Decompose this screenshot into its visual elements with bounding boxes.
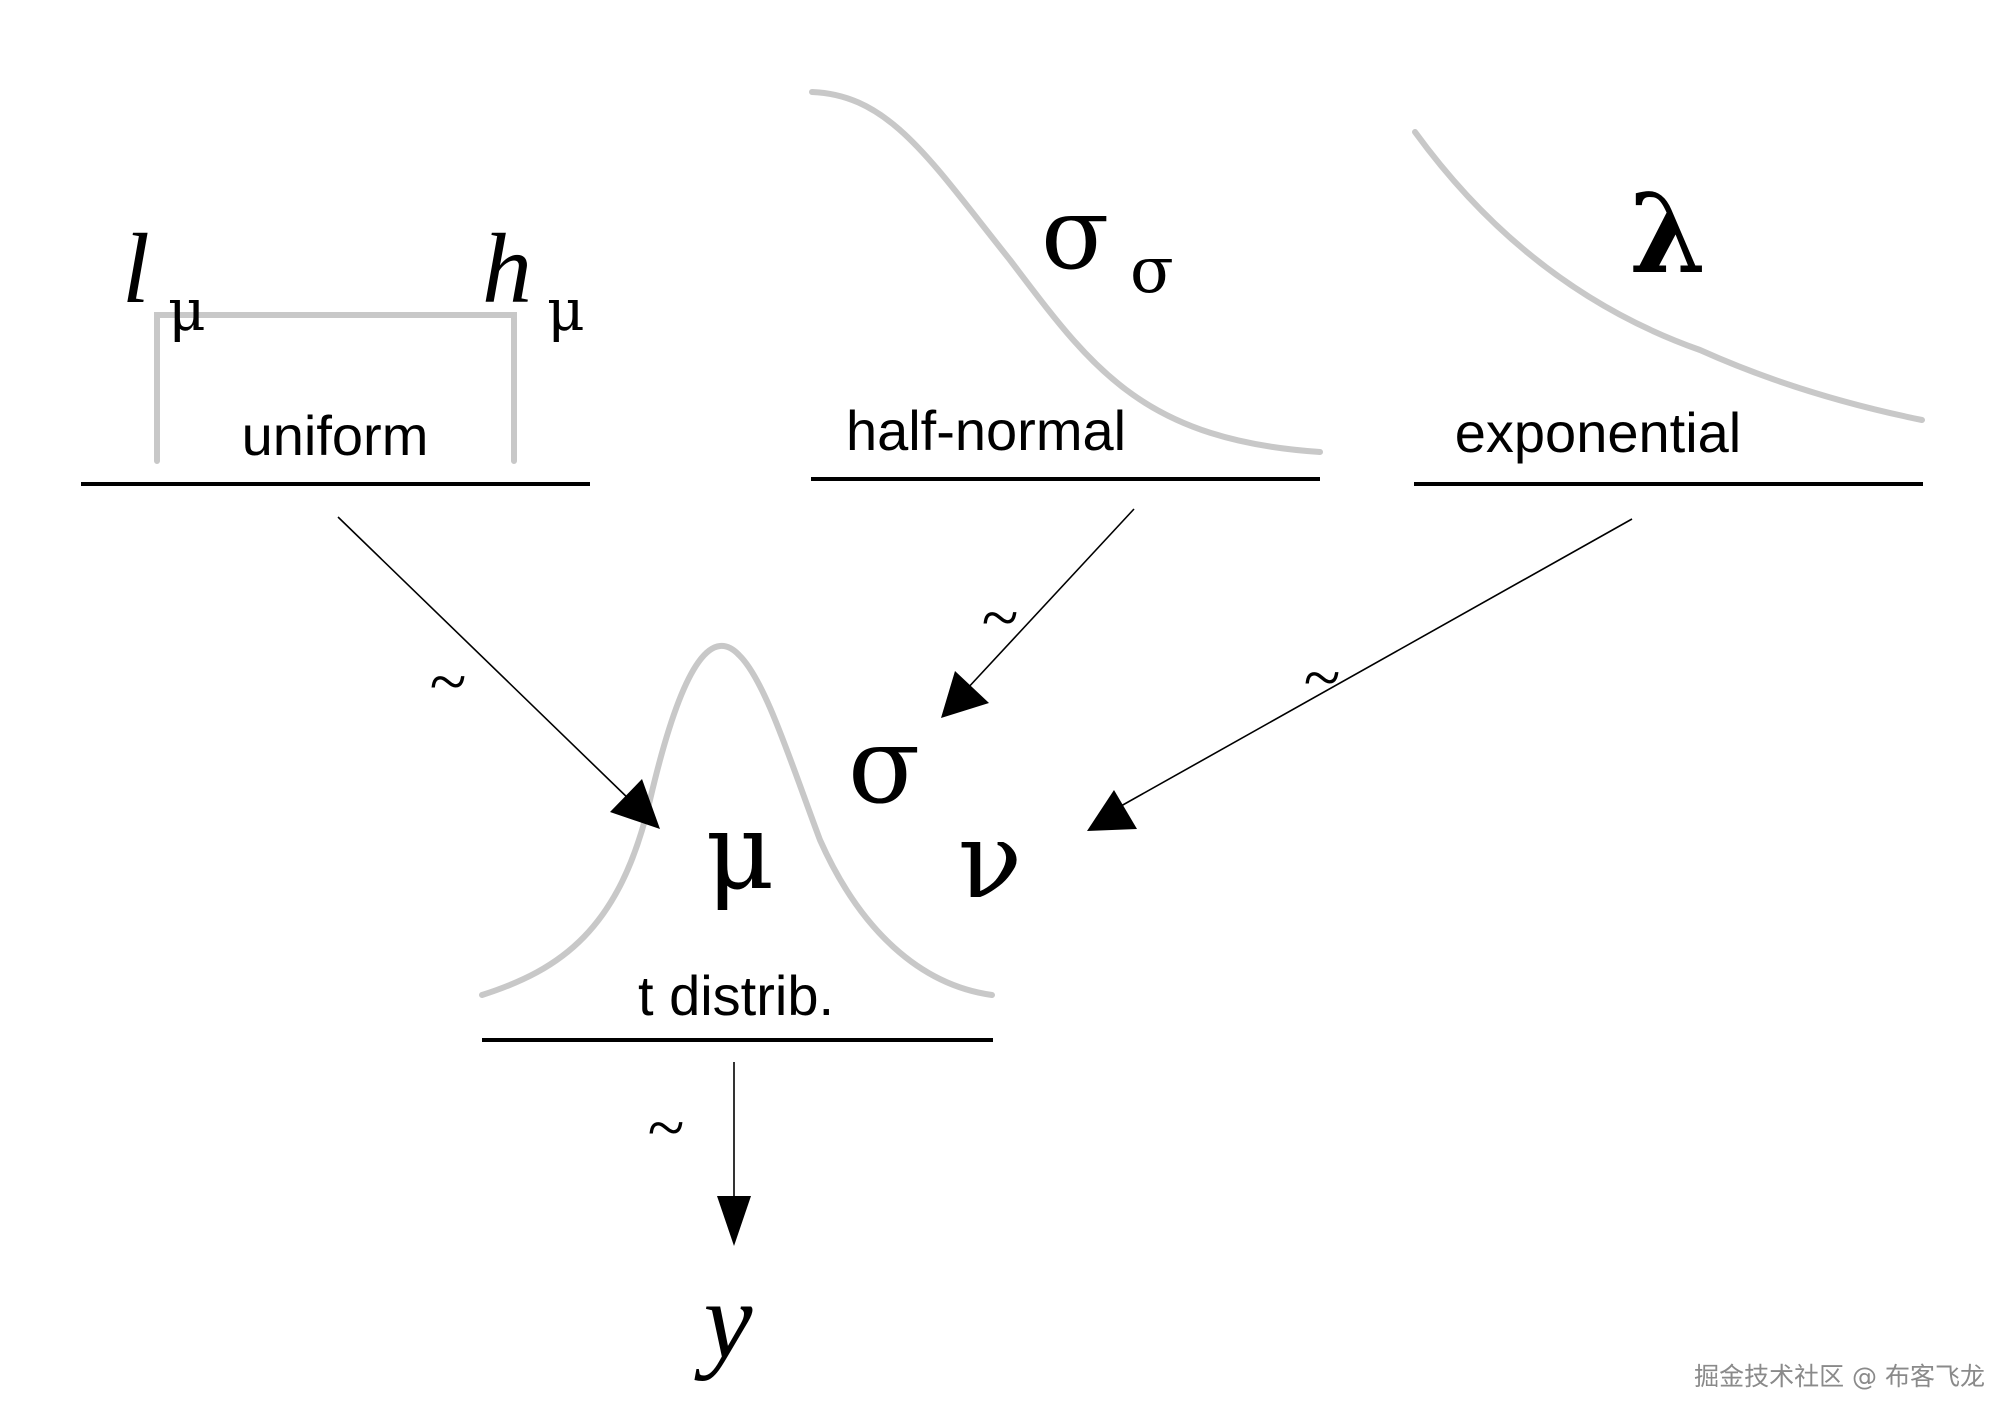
mu-param: μ: [706, 790, 775, 913]
arrow-line: [337, 516, 634, 804]
uniform-density-curve: [154, 312, 517, 464]
half-normal-param-subscript: σ: [1130, 234, 1174, 308]
uniform-low-param: l: [122, 213, 150, 324]
edge-uniform-to-mu: ~: [337, 516, 660, 829]
uniform-low-param-subscript: μ: [168, 276, 206, 344]
observed-data-y: y: [694, 1259, 753, 1381]
nu-param: ν: [958, 799, 1022, 922]
arrow-line: [1120, 518, 1633, 807]
edge-t-distribution-to-y: ~: [648, 1062, 751, 1246]
edge-half-normal-to-sigma: ~: [941, 508, 1135, 718]
watermark-text: 掘金技术社区 @ 布客飞龙: [1694, 1362, 1985, 1391]
half-normal-param: σ: [1041, 175, 1109, 292]
uniform-high-param-subscript: μ: [547, 276, 585, 344]
exponential-param: λ: [1629, 169, 1706, 298]
half-normal-label: half-normal: [846, 399, 1126, 462]
tilde-symbol: ~: [982, 579, 1019, 655]
half-normal-density-curve: [809, 89, 1323, 455]
uniform-label: uniform: [242, 404, 429, 467]
tilde-symbol: ~: [430, 643, 467, 719]
tilde-symbol: ~: [648, 1089, 685, 1165]
t-distribution-density-curve: [479, 643, 995, 998]
edge-exponential-to-nu: ~: [1087, 518, 1633, 831]
sigma-param: σ: [848, 704, 920, 827]
half-normal-node: half-normal σ σ: [809, 89, 1323, 481]
arrow-line: [965, 508, 1135, 691]
arrow-head: [717, 1196, 751, 1246]
arrow-head: [1087, 790, 1137, 831]
uniform-node: uniform l μ h μ: [81, 213, 590, 486]
arrow-head: [941, 671, 989, 718]
t-distribution-node: t distrib. μ σ ν: [479, 643, 1022, 1042]
exponential-node: exponential λ: [1412, 129, 1925, 486]
exponential-density-curve: [1412, 129, 1925, 423]
t-distribution-label: t distrib.: [638, 964, 834, 1027]
exponential-label: exponential: [1455, 401, 1741, 464]
tilde-symbol: ~: [1304, 639, 1341, 715]
uniform-high-param: h: [482, 213, 532, 324]
arrow-head: [610, 779, 660, 829]
